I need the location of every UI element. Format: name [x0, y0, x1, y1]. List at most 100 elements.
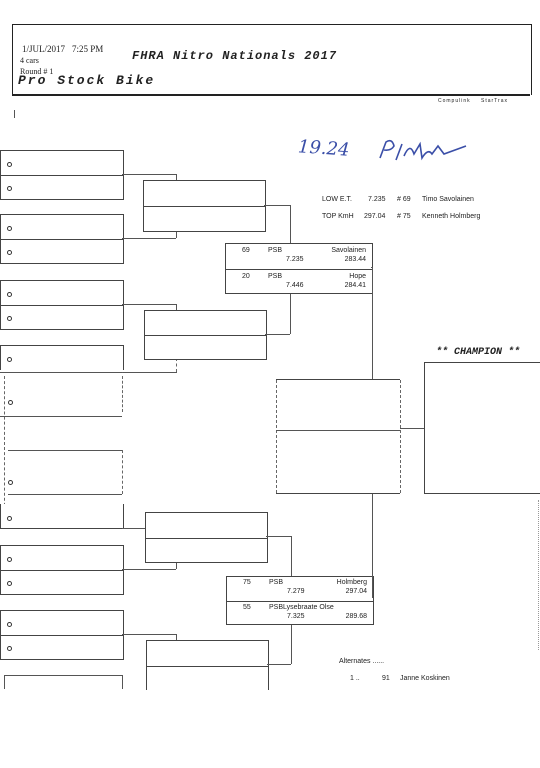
racer-speed: 289.68	[345, 612, 367, 620]
header-cars: 4 cars	[20, 56, 39, 65]
page-corner-mark	[14, 110, 15, 118]
r1-pair-4	[0, 345, 124, 370]
connector	[264, 205, 290, 206]
connector	[266, 536, 291, 537]
racer-et: 7.279	[287, 588, 305, 595]
r2-slot-3	[145, 311, 266, 336]
r1-dashed-right	[122, 376, 123, 412]
r2-pair-1	[143, 180, 266, 232]
connector	[265, 334, 290, 335]
final-right-dash	[400, 380, 401, 493]
top-kmh-name: Kenneth Holmberg	[422, 213, 481, 220]
alternate-number: 91	[382, 675, 390, 682]
r2-slot-2	[144, 206, 265, 231]
lane-marker	[7, 581, 12, 586]
connector	[122, 569, 176, 570]
racer-name: Savolainen	[331, 247, 366, 254]
low-et-name: Timo Savolainen	[422, 196, 474, 203]
racer-name: Lysebraate Olse	[283, 603, 334, 611]
r1-slot-10	[1, 504, 123, 528]
lane-marker	[8, 480, 13, 485]
lane-marker	[7, 162, 12, 167]
racer-speed: 297.04	[345, 588, 367, 595]
racer-class: PSB	[268, 247, 283, 254]
connector	[291, 623, 292, 664]
r2-pair-2	[144, 310, 267, 360]
connector	[267, 664, 291, 665]
header-rule	[12, 94, 530, 96]
connector	[290, 292, 291, 334]
r1-pair-3	[0, 280, 124, 330]
racer-class: PSB	[268, 272, 283, 280]
header-frame	[12, 24, 532, 95]
connector	[122, 174, 176, 175]
lane-marker	[7, 186, 12, 191]
vendor-startrax: StarTrax	[481, 98, 508, 104]
connector	[122, 238, 176, 239]
lane-marker	[7, 646, 12, 651]
champion-label: ** CHAMPION **	[436, 347, 521, 358]
r1-dashed-bottom	[8, 494, 122, 495]
top-kmh-value: 297.04	[364, 213, 386, 220]
r1-slot-7	[1, 346, 123, 370]
r2-slot-7	[147, 641, 268, 667]
semifinal-2-top: 75 PSB Holmberg 7.279 297.04	[227, 577, 373, 602]
r1-last-left	[4, 675, 5, 689]
low-et-number: # 69	[397, 196, 411, 203]
lane-marker	[7, 292, 12, 297]
semifinal-1-top: 69 PSB Savolainen 7.235 283.44	[226, 244, 372, 270]
semifinal-2: 75 PSB Holmberg 7.279 297.04 55 PSBLyseb…	[226, 576, 374, 625]
r1-dashed-left	[4, 376, 5, 516]
connector	[290, 205, 291, 243]
r1-slot-13	[1, 611, 123, 636]
low-et-value: 7.235	[368, 196, 386, 203]
r1-pair-2	[0, 214, 124, 264]
r2-pair-3	[145, 512, 268, 563]
r2-pair-4	[146, 640, 269, 690]
r1-last-right	[122, 675, 123, 689]
racer-speed: 283.44	[344, 256, 366, 263]
alternates-title: Alternates ......	[339, 658, 385, 665]
r1-dashed-top	[0, 372, 122, 373]
header-round: Round # 1	[20, 67, 54, 76]
page-edge-mark	[538, 500, 539, 650]
connector	[372, 597, 373, 598]
alternate-entry: 1 .. 91 Janne Koskinen	[350, 675, 530, 685]
lane-marker	[7, 557, 12, 562]
r1-dashed-divider	[0, 416, 122, 417]
event-title: FHRA Nitro Nationals 2017	[132, 49, 338, 63]
champion-box	[424, 362, 540, 494]
connector	[291, 536, 292, 576]
semifinal-1: 69 PSB Savolainen 7.235 283.44 20 PSB Ho…	[225, 243, 373, 294]
connector	[176, 561, 177, 569]
lane-marker	[7, 250, 12, 255]
signature	[379, 139, 467, 161]
racer-et: 7.235	[286, 256, 304, 263]
racer-et: 7.325	[287, 612, 305, 620]
final-divider	[276, 430, 400, 431]
connector	[176, 230, 177, 238]
semifinal-1-bottom: 20 PSB Hope 7.446 284.41	[226, 269, 372, 294]
r2-slot-4	[145, 335, 266, 359]
connector	[372, 492, 373, 598]
alternate-position: 1 ..	[350, 675, 360, 682]
low-et-label: LOW E.T.	[322, 196, 352, 203]
racer-name: Holmberg	[336, 579, 367, 586]
connector	[371, 267, 372, 268]
lane-marker	[8, 400, 13, 405]
connector	[176, 634, 177, 640]
racer-number: 69	[242, 247, 250, 254]
r1-pair-1	[0, 150, 124, 200]
top-kmh-label: TOP KmH	[322, 213, 354, 220]
top-kmh-number: # 75	[397, 213, 411, 220]
racer-number: 55	[243, 603, 251, 611]
connector	[122, 304, 176, 305]
final-left-dash	[276, 380, 277, 493]
r1-dashed-divider-2	[8, 450, 122, 451]
r1-pair-6	[0, 545, 124, 595]
r1-pair-7	[0, 610, 124, 660]
connector	[372, 267, 373, 379]
lane-marker	[7, 622, 12, 627]
r1-slot-1	[1, 151, 123, 176]
r1-slot-14	[1, 635, 123, 659]
